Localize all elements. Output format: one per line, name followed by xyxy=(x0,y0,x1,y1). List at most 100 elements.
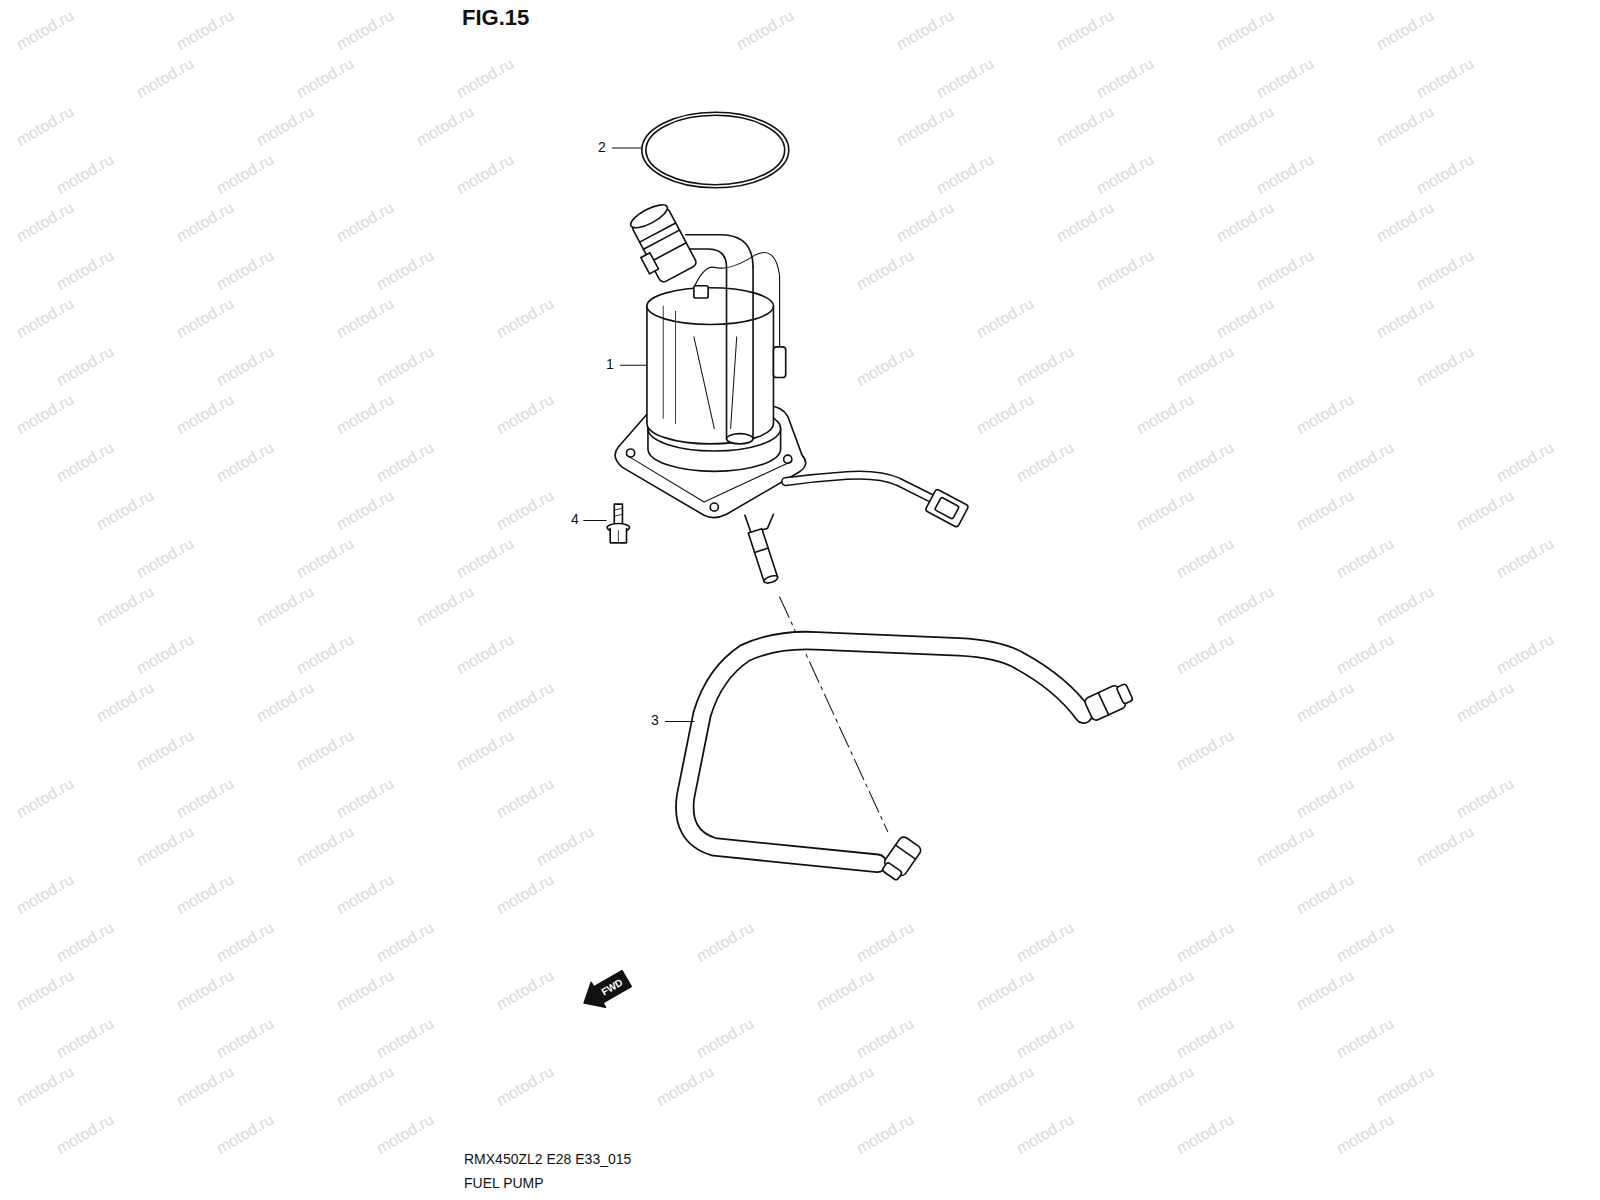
watermark: motod.ru xyxy=(1253,823,1316,870)
body-shading xyxy=(663,306,675,423)
watermark: motod.ru xyxy=(173,7,236,54)
watermark: motod.ru xyxy=(133,55,196,102)
watermark: motod.ru xyxy=(253,103,316,150)
body-rib xyxy=(694,337,737,429)
watermark: motod.ru xyxy=(493,967,556,1014)
watermark: motod.ru xyxy=(13,199,76,246)
watermark: motod.ru xyxy=(53,247,116,294)
watermark: motod.ru xyxy=(893,103,956,150)
fuel-hose xyxy=(685,641,1084,864)
watermark: motod.ru xyxy=(53,439,116,486)
watermark: motod.ru xyxy=(1293,967,1356,1014)
watermark: motod.ru xyxy=(1253,151,1316,198)
watermark: motod.ru xyxy=(293,631,356,678)
watermark: motod.ru xyxy=(1093,247,1156,294)
watermark: motod.ru xyxy=(453,631,516,678)
watermark: motod.ru xyxy=(853,919,916,966)
bolt-hex-edge xyxy=(618,531,619,543)
watermark: motod.ru xyxy=(133,823,196,870)
watermark: motod.ru xyxy=(1213,199,1276,246)
connector-button xyxy=(1116,683,1133,704)
watermark: motod.ru xyxy=(253,583,316,630)
watermark: motod.ru xyxy=(1133,487,1196,534)
watermark: motod.ru xyxy=(173,295,236,342)
watermark: motod.ru xyxy=(1093,55,1156,102)
watermark: motod.ru xyxy=(333,775,396,822)
watermark: motod.ru xyxy=(1013,919,1076,966)
model-code: RMX450ZL2 E28 E33_015 xyxy=(464,1152,631,1167)
watermark: motod.ru xyxy=(1213,295,1276,342)
watermark: motod.ru xyxy=(133,727,196,774)
watermark: motod.ru xyxy=(813,1063,876,1110)
watermark: motod.ru xyxy=(373,439,436,486)
connector-button xyxy=(882,862,903,881)
watermark: motod.ru xyxy=(173,871,236,918)
watermark: motod.ru xyxy=(53,343,116,390)
watermark: motod.ru xyxy=(933,151,996,198)
watermark: motod.ru xyxy=(93,487,156,534)
watermark: motod.ru xyxy=(1493,631,1556,678)
watermark: motod.ru xyxy=(653,1063,716,1110)
watermark: motod.ru xyxy=(1373,583,1436,630)
watermark: motod.ru xyxy=(373,343,436,390)
watermark: motod.ru xyxy=(1413,55,1476,102)
top-fitting-end xyxy=(628,200,671,232)
watermark: motod.ru xyxy=(493,871,556,918)
watermark: motod.ru xyxy=(333,1063,396,1110)
watermark: motod.ru xyxy=(853,343,916,390)
watermark: motod.ru xyxy=(93,679,156,726)
watermark: motod.ru xyxy=(333,199,396,246)
watermark: motod.ru xyxy=(493,487,556,534)
watermark: motod.ru xyxy=(13,967,76,1014)
o-ring xyxy=(642,112,789,188)
watermark: motod.ru xyxy=(173,967,236,1014)
watermark: motod.ru xyxy=(853,1015,916,1062)
watermark: motod.ru xyxy=(1053,103,1116,150)
watermark: motod.ru xyxy=(53,1015,116,1062)
callout-number: 1 xyxy=(606,357,614,372)
watermark: motod.ru xyxy=(1253,55,1316,102)
watermark: motod.ru xyxy=(293,535,356,582)
watermark: motod.ru xyxy=(1013,439,1076,486)
watermark: motod.ru xyxy=(973,967,1036,1014)
watermark: motod.ru xyxy=(413,583,476,630)
watermark: motod.ru xyxy=(693,919,756,966)
direction-label: FWD xyxy=(599,977,624,998)
fitting-rib xyxy=(643,230,679,249)
watermark: motod.ru xyxy=(1213,103,1276,150)
connector-face xyxy=(935,497,960,519)
watermark: motod.ru xyxy=(813,967,876,1014)
watermark: motod.ru xyxy=(213,439,276,486)
watermark: motod.ru xyxy=(1333,1015,1396,1062)
pipe-bead xyxy=(755,548,769,552)
watermark: motod.ru xyxy=(1013,343,1076,390)
figure-title: FIG.15 xyxy=(462,6,529,30)
watermark: motod.ru xyxy=(173,1063,236,1110)
watermark: motod.ru xyxy=(293,727,356,774)
watermark: motod.ru xyxy=(1173,727,1236,774)
watermark: motod.ru xyxy=(1013,1015,1076,1062)
watermark: motod.ru xyxy=(333,295,396,342)
watermark: motod.ru xyxy=(133,535,196,582)
callout-number: 2 xyxy=(598,140,606,155)
watermark: motod.ru xyxy=(53,151,116,198)
watermark: motod.ru xyxy=(1293,775,1356,822)
watermark: motod.ru xyxy=(1413,823,1476,870)
watermark: motod.ru xyxy=(493,295,556,342)
watermark: motod.ru xyxy=(1413,247,1476,294)
leader-line xyxy=(584,520,606,521)
watermark: motod.ru xyxy=(1253,247,1316,294)
watermark: motod.ru xyxy=(453,151,516,198)
watermark: motod.ru xyxy=(1453,679,1516,726)
watermark: motod.ru xyxy=(53,919,116,966)
watermark: motod.ru xyxy=(1333,1111,1396,1158)
fitting-rib xyxy=(640,223,676,242)
fitting-rib xyxy=(650,243,686,262)
watermark: motod.ru xyxy=(1133,391,1196,438)
watermark: motod.ru xyxy=(973,391,1036,438)
bolt-head xyxy=(610,529,626,543)
watermark: motod.ru xyxy=(973,1063,1036,1110)
watermark: motod.ru xyxy=(1213,7,1276,54)
callout-number: 3 xyxy=(651,713,659,728)
watermark: motod.ru xyxy=(1053,7,1116,54)
